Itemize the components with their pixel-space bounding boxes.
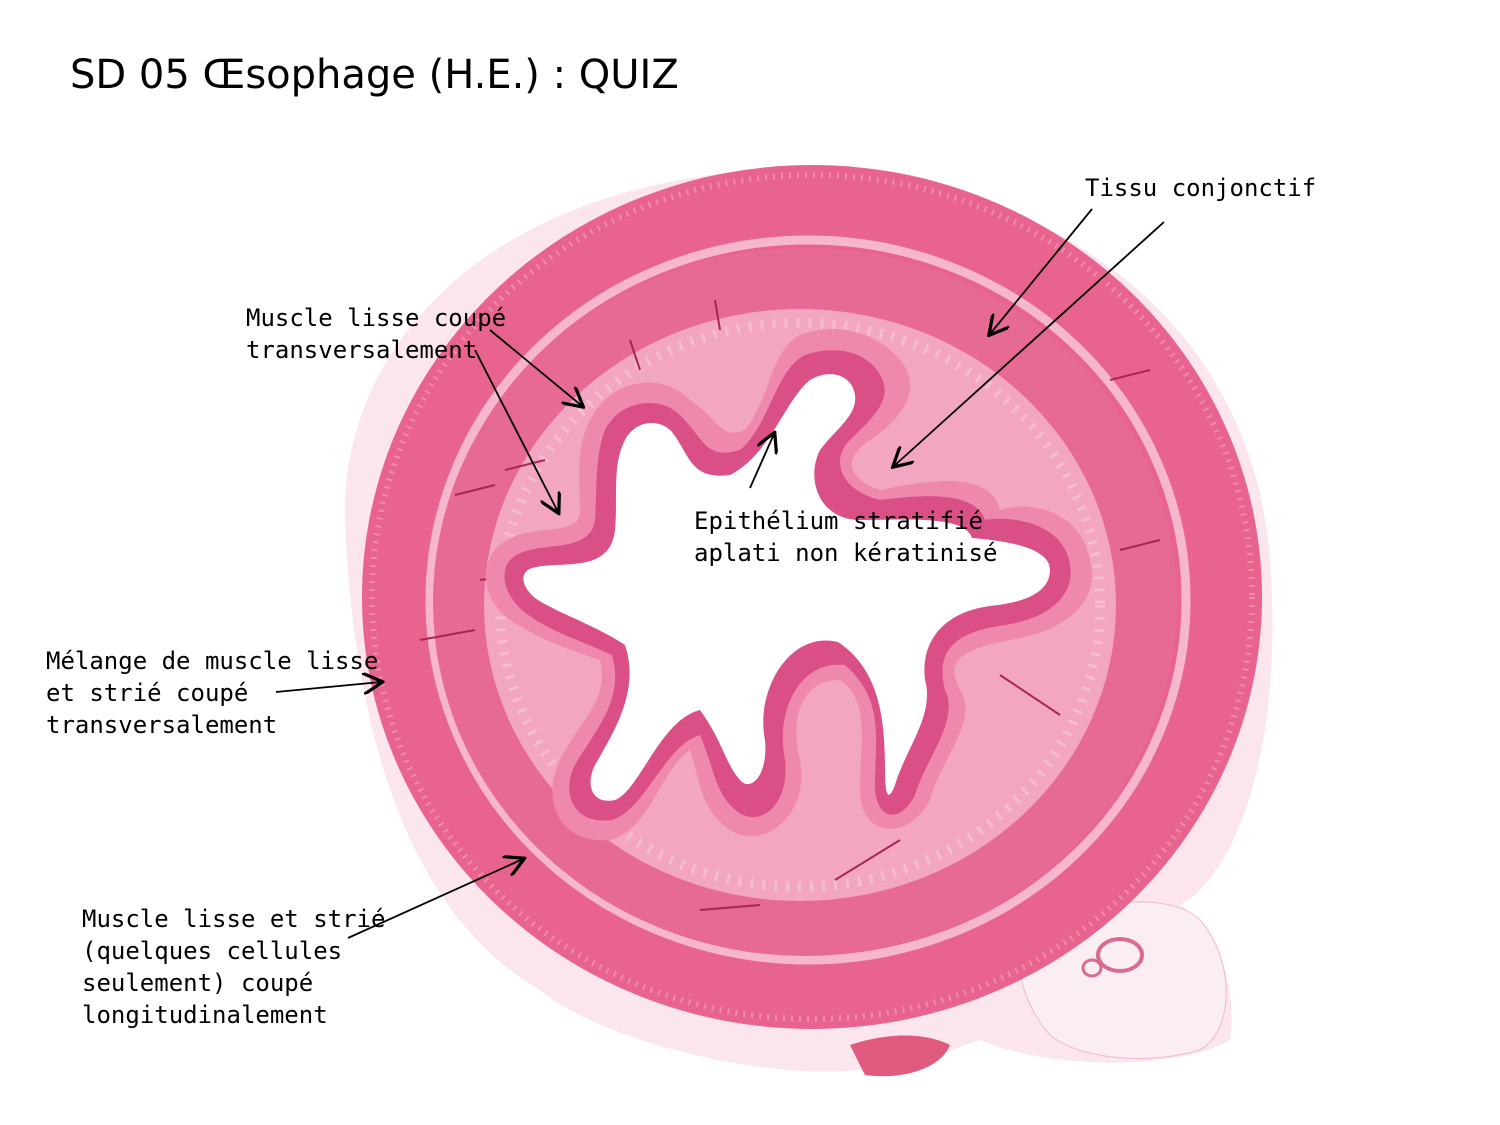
label-line: Epithélium stratifié	[694, 507, 983, 535]
label-melange-muscle: Mélange de muscle lisse et strié coupé t…	[46, 645, 378, 741]
label-muscle-lisse-transversal: Muscle lisse coupé transversalement	[246, 302, 506, 366]
intermuscular-septum	[425, 235, 1191, 965]
arrow-muscle-lisse-2	[474, 349, 558, 512]
arrow-tissu-conjonctif-1	[990, 208, 1093, 334]
label-line: transversalement	[246, 336, 478, 364]
slide-title: SD 05 Œsophage (H.E.) : QUIZ	[70, 52, 679, 98]
hemorrhage-fragment	[850, 1035, 950, 1077]
label-line: Muscle lisse coupé	[246, 304, 507, 332]
arrow-muscle-lisse-1	[489, 329, 582, 406]
label-line: longitudinalement	[82, 1001, 328, 1029]
outer-muscle-texture	[369, 172, 1255, 1022]
label-line: Muscle lisse et strié	[82, 905, 386, 933]
blood-vessel-small	[1081, 958, 1103, 978]
label-line: Mélange de muscle lisse	[46, 647, 379, 675]
arrow-melange	[275, 682, 381, 692]
label-tissu-conjonctif: Tissu conjonctif	[1085, 172, 1316, 204]
label-line: (quelques cellules	[82, 937, 343, 965]
label-muscle-lisse-strie-longitudinal: Muscle lisse et strié (quelques cellules…	[82, 903, 385, 1031]
arrow-tissu-conjonctif-2	[894, 221, 1165, 466]
pointer-arrows	[275, 208, 1165, 939]
arrow-epithelium	[749, 434, 774, 489]
label-line: et strié coupé	[46, 679, 249, 707]
label-line: seulement) coupé	[82, 969, 314, 997]
label-epithelium: Epithélium stratifié aplati non kératini…	[694, 505, 997, 569]
label-line: transversalement	[46, 711, 278, 739]
arrow-muscle-lisse-strie	[347, 859, 523, 939]
label-line: Tissu conjonctif	[1085, 174, 1317, 202]
label-line: aplati non kératinisé	[694, 539, 998, 567]
esophageal-lumen	[523, 374, 1050, 801]
tissue-clefts	[419, 299, 1161, 911]
blood-vessel	[1096, 937, 1144, 973]
